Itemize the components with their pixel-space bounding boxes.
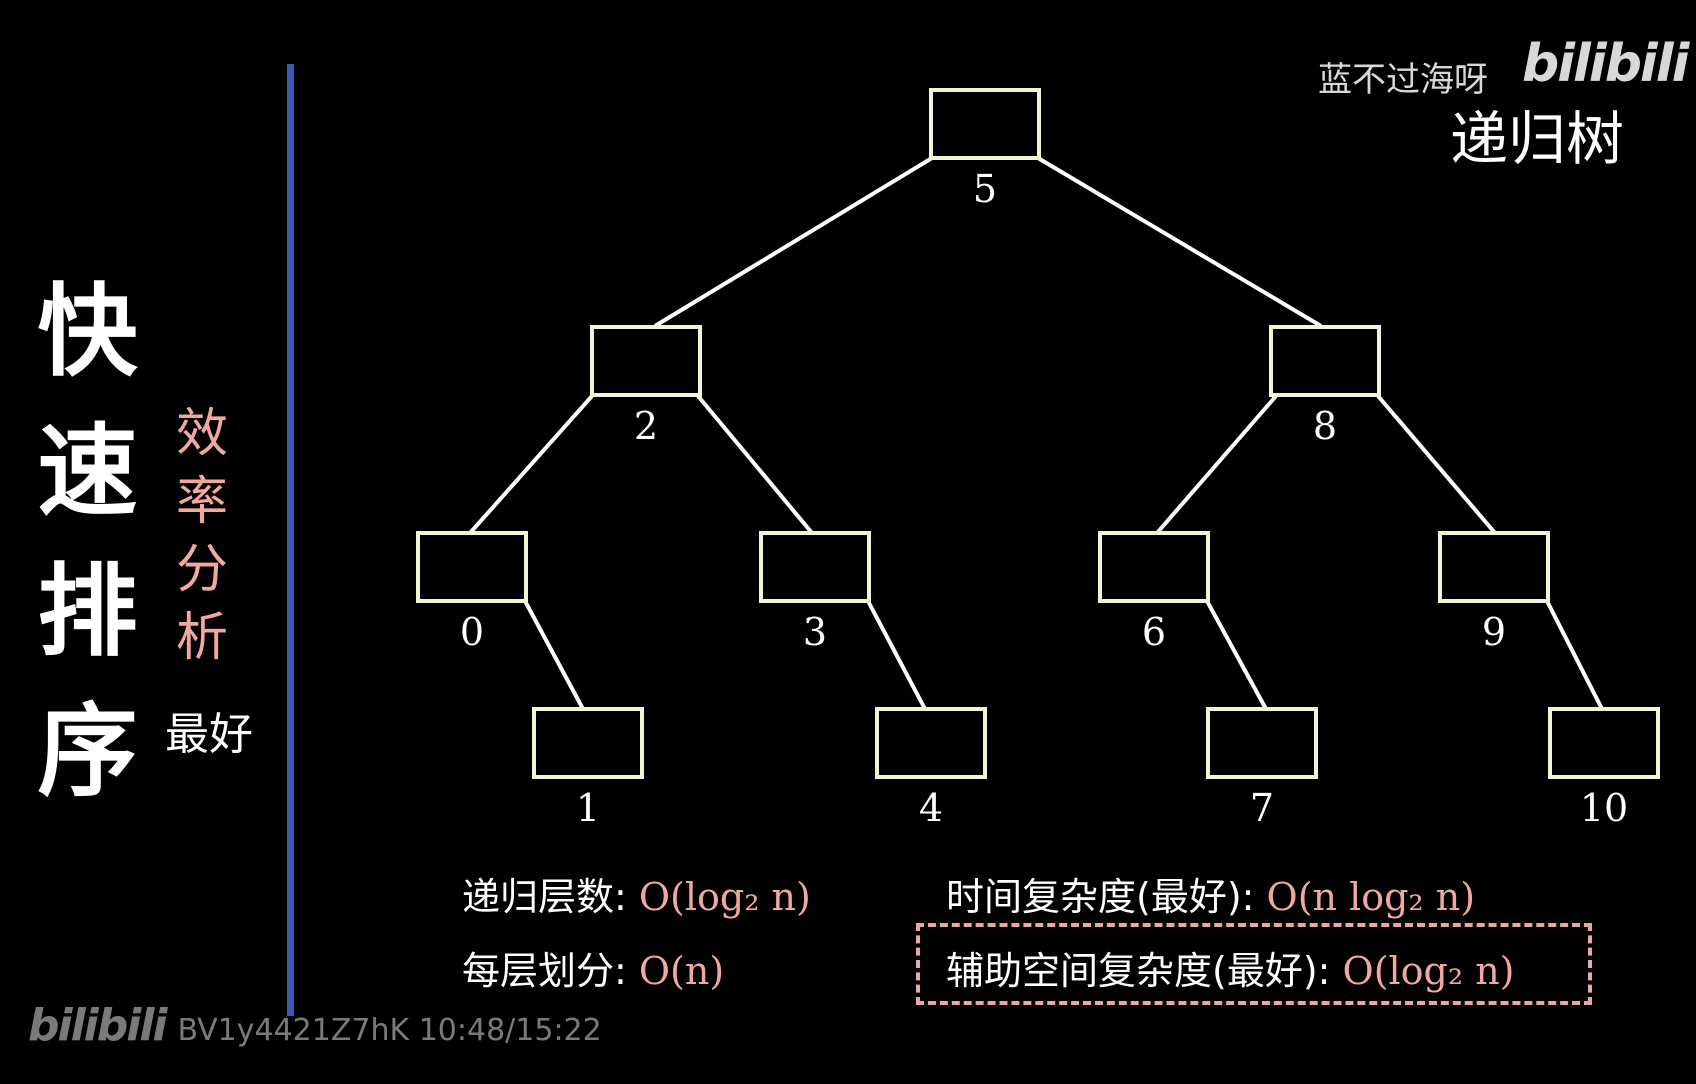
highlight-box	[916, 923, 1592, 1005]
tree-node-label: 7	[1250, 786, 1274, 830]
tree-edge-n5-n2	[653, 156, 934, 328]
author-watermark: 蓝不过海呀	[1318, 60, 1488, 100]
tree-node-label: 2	[634, 404, 658, 448]
tree-node-1	[532, 707, 644, 779]
tree-node-label: 4	[919, 786, 943, 830]
tree-node-label: 5	[973, 167, 997, 211]
tree-edge-n5-n8	[1036, 156, 1323, 328]
section-subtitle: 效率分析	[175, 404, 228, 668]
tree-node-7	[1206, 707, 1318, 779]
depth-value: O(log₂ n)	[638, 875, 811, 919]
video-info: BV1y4421Z7hK 10:48/15:22	[177, 1013, 602, 1048]
tree-node-8	[1269, 325, 1381, 397]
partition-value: O(n)	[638, 949, 725, 993]
tree-node-10	[1548, 707, 1660, 779]
depth-formula: 递归层数: O(log₂ n)	[462, 866, 811, 921]
tree-edge-n8-n9	[1376, 394, 1497, 535]
tree-edge-n6-n7	[1205, 600, 1268, 710]
space-value: O(log₂ n)	[1342, 949, 1515, 993]
time-complexity-formula: 时间复杂度(最好): O(n log₂ n)	[946, 866, 1475, 921]
time-label: 时间复杂度(最好):	[946, 875, 1267, 919]
vertical-divider	[287, 64, 294, 1016]
tree-node-label: 3	[803, 610, 827, 654]
video-footer: bilibili BV1y4421Z7hK 10:48/15:22	[28, 1000, 602, 1051]
depth-label: 递归层数:	[462, 875, 639, 919]
tree-node-3	[759, 531, 871, 603]
tree-node-6	[1098, 531, 1210, 603]
tree-edge-n3-n4	[866, 600, 927, 710]
tree-edge-n8-n6	[1155, 394, 1278, 535]
tree-edge-n0-n1	[523, 600, 585, 710]
tree-node-5	[929, 88, 1041, 160]
space-complexity-formula: 辅助空间复杂度(最好): O(log₂ n)	[946, 940, 1515, 995]
tree-node-4	[875, 707, 987, 779]
tree-node-9	[1438, 531, 1550, 603]
tree-edge-n2-n0	[468, 394, 594, 535]
tree-node-0	[416, 531, 528, 603]
tree-node-2	[590, 325, 702, 397]
time-value: O(n log₂ n)	[1266, 875, 1476, 919]
tree-edge-n9-n10	[1545, 600, 1604, 710]
tree-node-label: 0	[460, 610, 484, 654]
tree-edge-n2-n3	[696, 394, 814, 535]
tree-node-label: 1	[576, 786, 600, 830]
space-label: 辅助空间复杂度(最好):	[946, 949, 1343, 993]
page-title: 快速排序	[37, 273, 138, 810]
tree-node-label: 9	[1482, 610, 1506, 654]
tree-node-label: 8	[1313, 404, 1337, 448]
partition-label: 每层划分:	[462, 949, 639, 993]
bilibili-footer-logo-icon: bilibili	[28, 1000, 167, 1051]
tree-node-label: 6	[1142, 610, 1166, 654]
bilibili-logo-icon: bilibili	[1522, 34, 1689, 94]
tree-node-label: 10	[1580, 786, 1628, 830]
section-label: 递归树	[1450, 105, 1625, 173]
partition-formula: 每层划分: O(n)	[462, 940, 724, 995]
case-label: 最好	[165, 709, 253, 760]
